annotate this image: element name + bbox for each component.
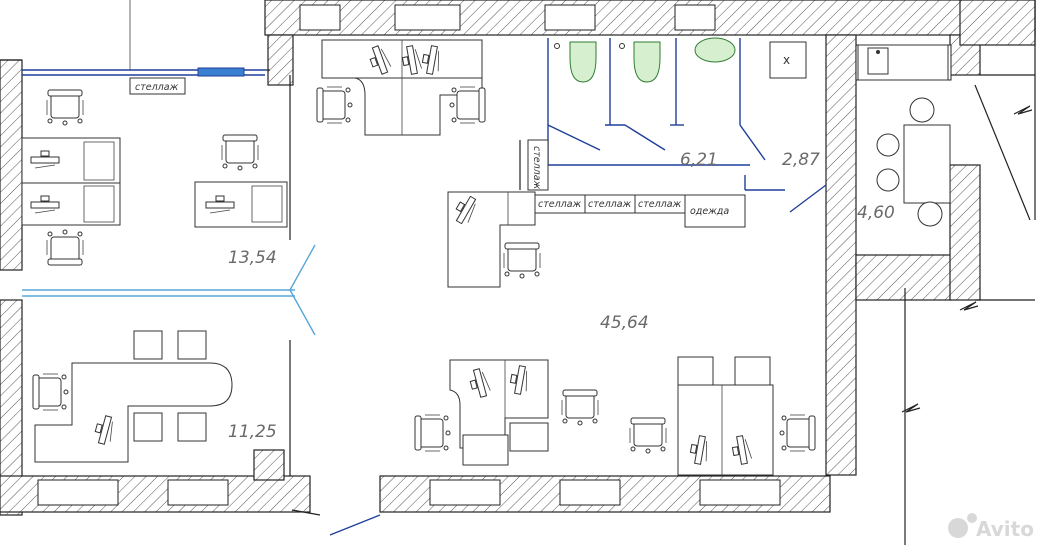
outer-lines [0,0,1036,545]
office-chair [46,89,84,126]
chair-seat [133,412,163,442]
shelf-label: стеллаж [588,199,632,210]
area-label-4-60: 4,60 [857,203,895,223]
office-chair [32,373,69,411]
office-chair [46,229,84,266]
area-label-2-87: 2,87 [782,150,820,170]
office-chair [316,86,353,124]
watermark: Avito [948,513,1034,541]
toilet-icon [633,41,661,83]
stool [917,201,943,227]
partitions [22,38,827,476]
wardrobe [684,194,746,228]
stool [909,97,935,123]
office-chair [221,134,259,171]
corner-desk [447,191,536,288]
area-label-6-21: 6,21 [680,150,718,170]
area-label-13-54: 13,54 [228,248,277,268]
avito-logo-icon [948,518,968,538]
shelf-vertical [527,139,549,191]
office-chair [779,414,816,452]
area-label-11-25: 11,25 [228,422,277,442]
watermark-text: Avito [976,517,1034,541]
office-chair [629,417,667,454]
shelf-label-box [129,77,186,95]
office-chair [503,242,541,279]
stool [876,133,900,157]
sink-icon [694,37,736,63]
office-chair [414,414,451,452]
chair-seat [133,330,163,360]
office-bottom-left: 11,25 [32,330,277,463]
stool [876,168,900,192]
wardrobe-label: одежда [690,206,729,217]
shelf-label: стеллаж [638,199,682,210]
tank-box [769,41,807,79]
shelf-label: стеллаж [538,199,582,210]
area-label-45-64: 45,64 [600,313,649,333]
open-space-bottom [414,356,816,476]
tank-label: х [783,53,790,67]
wc-block: х 6,21 2,87 [554,37,820,170]
toilet-icon [569,41,597,83]
open-space-middle: стеллаж стеллаж стеллаж стеллаж одежда 4… [447,139,746,333]
open-space-top-desks [316,39,486,136]
chair-seat [177,330,207,360]
office-chair [561,389,599,426]
kitchen-table [903,124,951,204]
shelf-label: стеллаж [531,146,542,190]
conference-desk [34,362,233,463]
chair-seat [177,412,207,442]
kitchen-sink [867,47,889,75]
kitchen: 4,60 [857,44,951,227]
shelf-label: стеллаж [135,82,179,93]
office-top-left: стеллаж 13,54 [21,77,288,268]
